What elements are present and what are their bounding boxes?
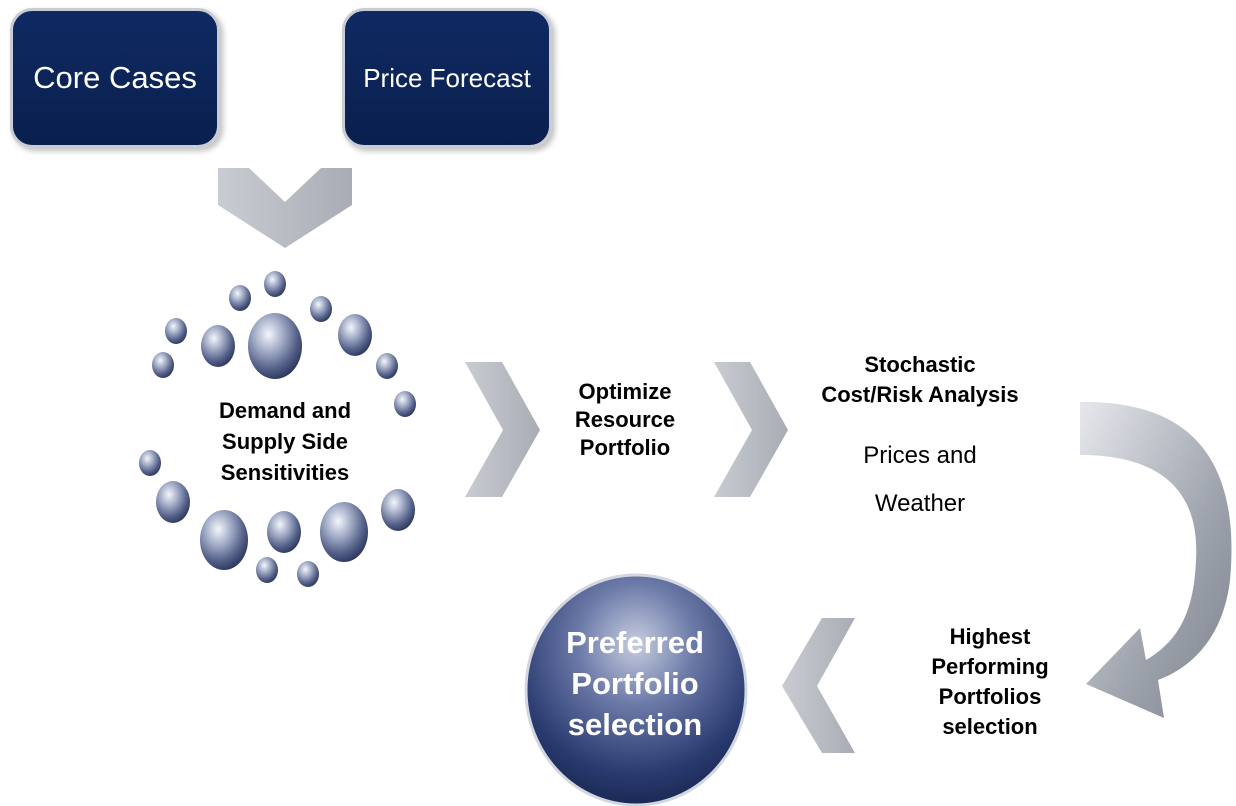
bubble [200,510,248,570]
bubble [139,450,161,476]
label-line: Portfolios [938,684,1042,709]
label-line: Portfolio [571,666,699,701]
price-forecast-label: Price Forecast [363,62,531,93]
chevron-right-icon [714,362,788,497]
bubble [297,561,319,587]
bubble [256,557,278,583]
bubble [320,502,368,562]
label-line: Resource [574,407,676,432]
core-cases-box: Core Cases [10,8,220,148]
demand-supply-label: Demand and Supply Side Sensitivities [190,395,380,488]
chevron-left-icon [782,618,855,753]
price-forecast-box: Price Forecast [342,8,552,148]
bubble [152,352,174,378]
curved-arrow-icon [1080,401,1232,718]
label-line: Sensitivities [220,460,350,485]
bubble [310,296,332,322]
bubble [381,489,415,531]
bubble-cluster [139,271,416,587]
bubble [229,285,251,311]
label-line: Performing [931,654,1049,679]
bubble [394,391,416,417]
preferred-portfolio-label: Preferred Portfolio selection [530,622,740,745]
label-line: Weather [874,490,966,517]
bubble [264,271,286,297]
chevron-right-icon [465,362,540,497]
label-line: Prices and [863,442,977,469]
bubble [156,481,190,523]
highest-performing-label: Highest Performing Portfolios selection [890,622,1090,742]
label-line: Demand and [218,398,352,423]
optimize-label: Optimize Resource Portfolio [540,378,710,462]
preferred-circle [524,573,748,806]
label-line: Cost/Risk Analysis [821,382,1019,407]
bubble [248,313,302,379]
label-line: Portfolio [579,435,671,460]
prices-weather-label: Prices and Weather [820,432,1020,528]
label-line: selection [942,714,1038,739]
label-line: Supply Side [222,429,348,454]
label-line: Stochastic [864,352,976,377]
stochastic-label: Stochastic Cost/Risk Analysis [800,350,1040,410]
bubble [376,353,398,379]
label-line: selection [567,707,703,742]
bubble [165,318,187,344]
core-cases-label: Core Cases [33,60,197,95]
label-line: Highest [949,624,1031,649]
bubble [338,314,372,356]
bubble [201,325,235,367]
chevron-down-icon [218,168,352,248]
label-line: Preferred [566,625,704,660]
label-line: Optimize [578,379,672,404]
bubble [267,511,301,553]
